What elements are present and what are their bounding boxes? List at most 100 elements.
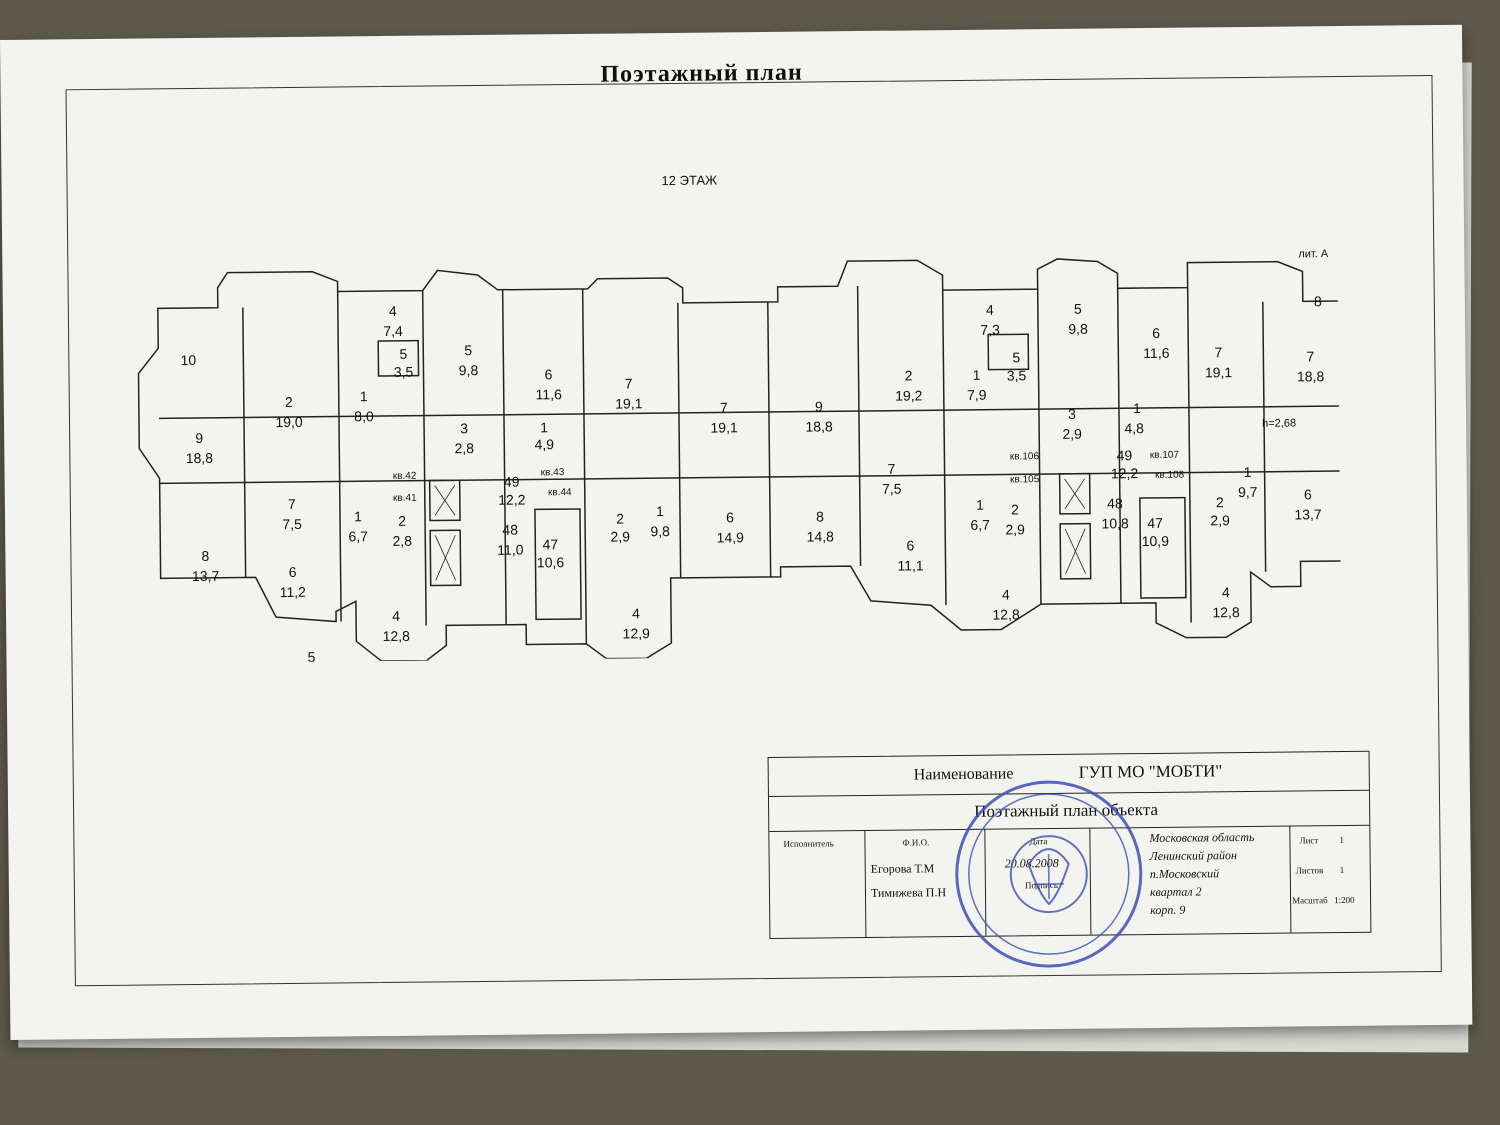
room-6b-number: 6 (545, 366, 553, 382)
apartment-label: кв.44 (548, 487, 572, 498)
room-5e-area: 9,8 (1068, 321, 1088, 337)
room-8c-label: 8 (1314, 293, 1322, 309)
room-5e-number: 5 (1074, 301, 1082, 317)
room-49-number: 49 (504, 474, 520, 490)
room-1h-area: 9,7 (1238, 484, 1258, 500)
room-3b-area: 2,9 (1062, 426, 1082, 442)
room-6c-area: 14,9 (717, 529, 745, 545)
room-8b-area: 14,8 (807, 528, 835, 544)
room-48-number: 48 (502, 522, 518, 538)
room-1b-number: 1 (354, 508, 362, 524)
room-1c-number: 1 (540, 419, 548, 435)
room-3b-number: 3 (1068, 406, 1076, 422)
floor-plan-sheet: Поэтажный план 12 ЭТАЖ лит. А (0, 24, 1473, 1040)
room-6d-area: 11,1 (897, 557, 924, 573)
room-6e-area: 11,6 (1143, 345, 1170, 361)
room-7e-area: 19,1 (1205, 364, 1233, 380)
room-4e-area: 12,8 (992, 606, 1020, 622)
executor-label: Исполнитель (783, 838, 834, 849)
apartment-label: кв.41 (393, 493, 417, 504)
room-1-area: 8,0 (354, 408, 374, 424)
room-47b-number: 47 (1147, 515, 1163, 531)
sheets-label: Листов (1295, 865, 1324, 876)
room-2d-number: 2 (905, 367, 913, 383)
room-1d-area: 9,8 (650, 523, 670, 539)
room-7b-number: 7 (625, 375, 633, 391)
room-1d-number: 1 (656, 503, 664, 519)
room-2d-area: 19,2 (895, 387, 923, 403)
apartment-label: кв.106 (1010, 451, 1040, 462)
room-2c-number: 2 (616, 510, 624, 526)
room-6b-area: 11,6 (536, 386, 563, 402)
room-2-number: 2 (285, 394, 293, 410)
address-line: п.Московский (1149, 866, 1220, 882)
room-2c-area: 2,9 (610, 528, 630, 544)
room-4c-area: 12,9 (623, 625, 651, 641)
room-7e-number: 7 (1214, 344, 1222, 360)
room-5c-area: 9,8 (459, 362, 479, 378)
address-line: Московская область (1149, 829, 1255, 846)
room-5b-number: 5 (399, 346, 407, 362)
room-1e-number: 1 (973, 367, 981, 383)
room-48b-number: 48 (1107, 495, 1123, 511)
height-note: h=2,68 (1262, 417, 1296, 429)
room-47-number: 47 (542, 536, 558, 552)
room-7d-number: 7 (888, 461, 896, 477)
fio-label: Ф.И.О. (902, 837, 930, 848)
room-7-number: 7 (288, 496, 296, 512)
room-2e-number: 2 (1011, 501, 1019, 517)
room-5-label: 5 (307, 649, 315, 664)
room-6-area: 11,2 (280, 584, 307, 600)
room-1c-area: 4,9 (534, 436, 554, 452)
room-4d-number: 4 (986, 302, 994, 318)
room-1h-number: 1 (1244, 464, 1252, 480)
room-4-area: 7,4 (383, 323, 403, 339)
executor-column: Исполнитель (769, 829, 867, 938)
room-1f-area: 6,7 (970, 517, 990, 533)
room-4b-number: 4 (392, 608, 400, 624)
sheet-value: 1 (1339, 834, 1345, 846)
floor-plan-drawing: 10 9 18,8 8 13,7 2 19,0 7 7,5 6 11,2 5 4… (137, 258, 1342, 664)
scale-value: 1:200 (1334, 894, 1355, 906)
room-8-area: 13,7 (192, 568, 220, 584)
scale-label: Масштаб (1292, 895, 1328, 906)
room-5b-area: 3,5 (394, 364, 414, 380)
executor-name-1: Егорова Т.М (870, 861, 935, 876)
room-2f-number: 2 (1216, 494, 1224, 510)
room-1f-number: 1 (976, 497, 984, 513)
room-47-area: 10,6 (537, 554, 565, 570)
room-4c-number: 4 (632, 605, 640, 621)
official-seal-icon (955, 780, 1143, 968)
room-2b-number: 2 (398, 513, 406, 529)
room-9b-area: 18,8 (805, 418, 833, 434)
room-47b-area: 10,9 (1142, 533, 1170, 549)
room-6e-number: 6 (1152, 325, 1160, 341)
room-6-number: 6 (289, 564, 297, 580)
room-8-number: 8 (201, 548, 209, 564)
apartment-label: кв.42 (393, 471, 417, 482)
room-7f-area: 18,8 (1297, 368, 1325, 384)
sheet-label: Лист (1299, 835, 1319, 846)
room-6f-number: 6 (1304, 486, 1312, 502)
room-7-area: 7,5 (282, 516, 302, 532)
room-7b-area: 19,1 (615, 395, 643, 411)
room-9-number: 9 (195, 430, 203, 446)
sheets-value: 1 (1339, 864, 1345, 876)
apartment-label: кв.43 (541, 467, 565, 478)
floor-label: 12 ЭТАЖ (661, 172, 718, 189)
room-1e-area: 7,9 (967, 387, 987, 403)
room-6c-number: 6 (726, 509, 734, 525)
address-line: Ленинский район (1149, 848, 1237, 864)
sheet-column: Лист 1 Листов 1 Масштаб 1:200 (1289, 825, 1370, 933)
room-10-label: 10 (180, 352, 196, 368)
room-48-area: 11,0 (497, 542, 524, 558)
room-4b-area: 12,8 (383, 628, 411, 644)
room-7d-area: 7,5 (882, 481, 902, 497)
room-4d-area: 7,3 (980, 322, 1000, 338)
room-1b-area: 6,7 (348, 528, 368, 544)
room-5d-area: 3,5 (1007, 367, 1027, 383)
address-line: корп. 9 (1150, 902, 1186, 918)
room-2e-area: 2,9 (1005, 521, 1025, 537)
room-8b-number: 8 (816, 508, 824, 524)
room-2f-area: 2,9 (1210, 512, 1230, 528)
